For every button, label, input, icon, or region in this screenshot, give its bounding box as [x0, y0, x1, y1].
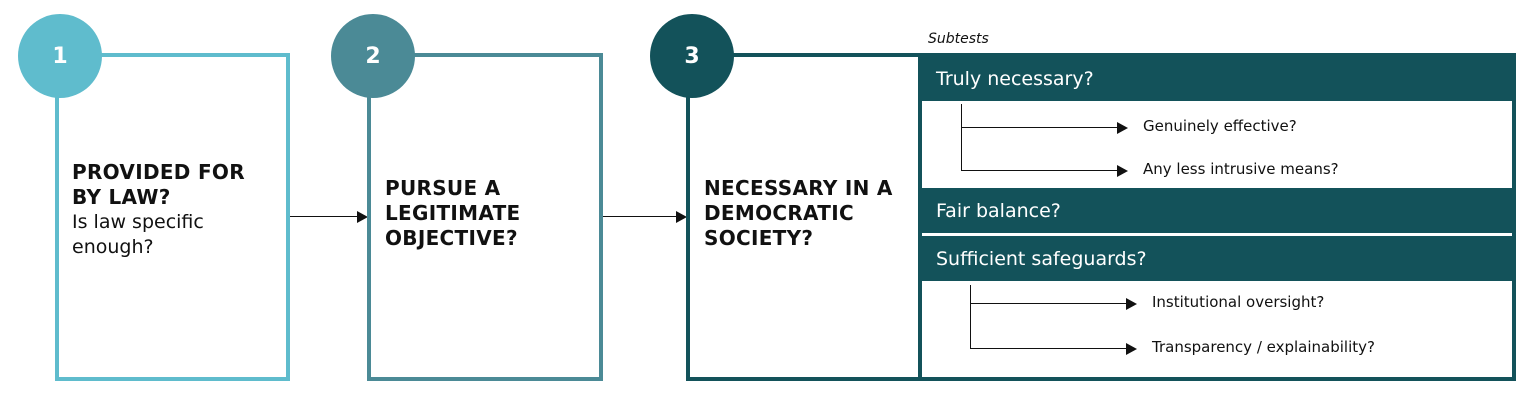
arrow-less-intrusive-means — [961, 170, 1118, 171]
arrow-genuinely-effective — [961, 127, 1118, 128]
subtest-item-less-intrusive-means: Any less intrusive means? — [1143, 160, 1339, 178]
subtest-item-institutional-oversight: Institutional oversight? — [1152, 293, 1325, 311]
subtest-sufficient-safeguards-header: Sufficient safeguards? — [922, 236, 1512, 281]
step-3-number-badge: 3 — [650, 14, 734, 98]
subtest-sufficient-safeguards-title: Sufficient safeguards? — [936, 247, 1147, 270]
step-1-subtitle: Is law specific enough? — [72, 211, 204, 258]
step-2-title: PURSUE A LEGITIMATE OBJECTIVE? — [385, 176, 521, 250]
subtest-item-transparency: Transparency / explainability? — [1152, 338, 1375, 356]
arrow-head-transparency — [1126, 343, 1137, 355]
subtests-panel-divider — [918, 53, 922, 381]
arrow-head-less-intrusive-means — [1117, 165, 1128, 177]
subtest-item-genuinely-effective: Genuinely effective? — [1143, 117, 1297, 135]
subtests-label: Subtests — [928, 31, 989, 47]
step-3-title: NECESSARY IN A DEMOCRATIC SOCIETY? — [704, 176, 893, 250]
step-1-box — [55, 53, 290, 381]
arrow-head-step2 — [357, 211, 368, 223]
subtest-fair-balance-title: Fair balance? — [936, 199, 1061, 222]
step-2-box — [367, 53, 603, 381]
arrow-head-institutional-oversight — [1126, 298, 1137, 310]
step-2-number: 2 — [365, 43, 381, 69]
step-1-number: 1 — [52, 43, 68, 69]
arrow-step2-to-step3 — [603, 216, 677, 217]
arrow-institutional-oversight — [970, 303, 1127, 304]
step-2-number-badge: 2 — [331, 14, 415, 98]
tree-branch-safeguards — [970, 285, 971, 348]
step-3-content: NECESSARY IN A DEMOCRATIC SOCIETY? — [704, 176, 914, 251]
tree-branch-necessary — [961, 104, 962, 170]
subtest-truly-necessary-header: Truly necessary? — [922, 57, 1512, 101]
subtest-truly-necessary-title: Truly necessary? — [936, 68, 1094, 90]
step-1-number-badge: 1 — [18, 14, 102, 98]
step-3-number: 3 — [684, 43, 700, 69]
arrow-step1-to-step2 — [290, 216, 358, 217]
step-2-content: PURSUE A LEGITIMATE OBJECTIVE? — [385, 176, 595, 251]
arrow-head-step3 — [676, 211, 687, 223]
arrow-transparency — [970, 348, 1127, 349]
subtest-fair-balance-header: Fair balance? — [922, 188, 1512, 233]
step-1-title: PROVIDED FOR BY LAW? — [72, 160, 245, 209]
step-1-content: PROVIDED FOR BY LAW? Is law specific eno… — [72, 160, 282, 260]
arrow-head-genuinely-effective — [1117, 122, 1128, 134]
